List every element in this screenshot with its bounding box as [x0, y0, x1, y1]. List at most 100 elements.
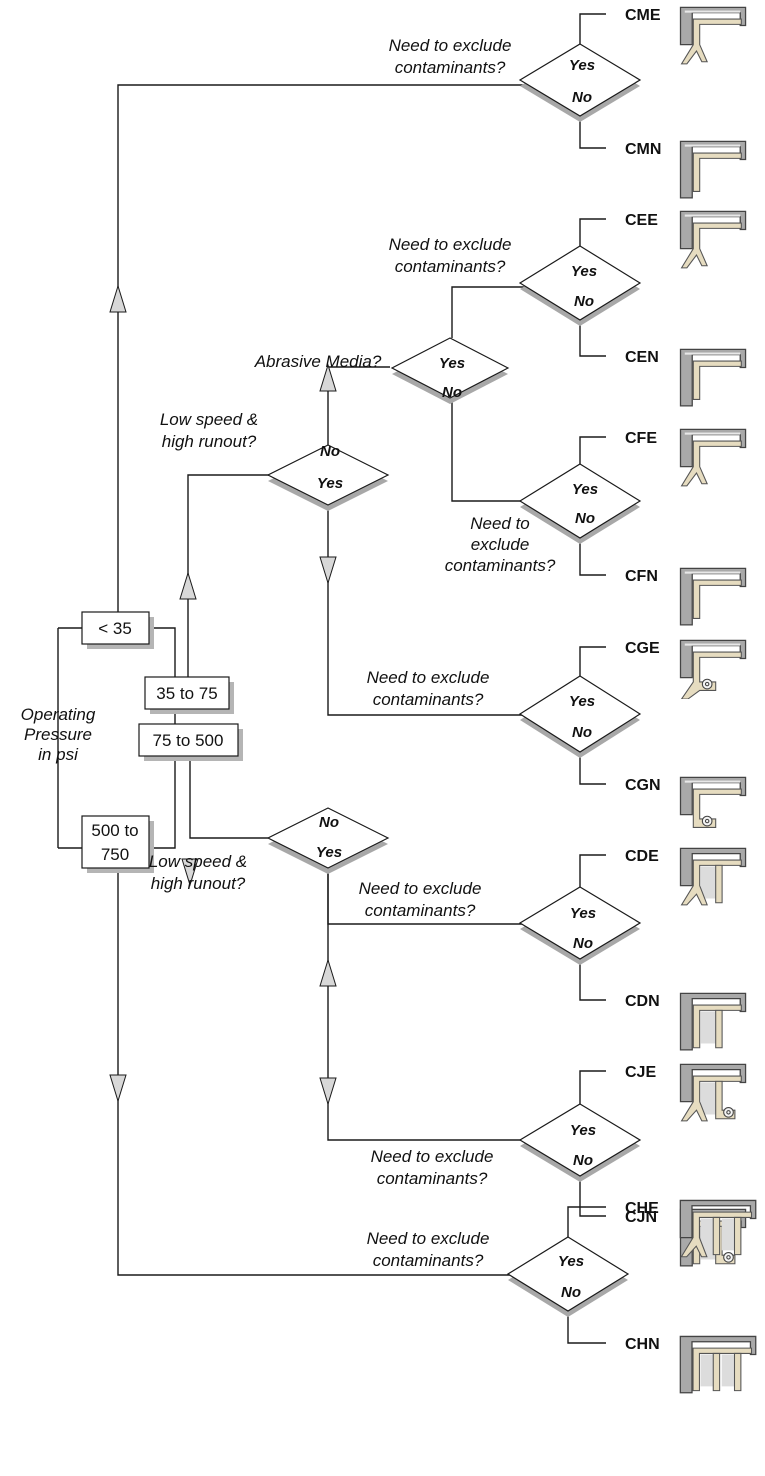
- axis-label-line: in psi: [38, 745, 79, 764]
- outcome-cfn: CFN: [625, 567, 747, 626]
- no-label: No: [320, 443, 340, 460]
- question-line: Need to exclude: [389, 36, 512, 55]
- range-box-75-500: 75 to 500: [138, 723, 243, 761]
- no-label: No: [573, 935, 593, 952]
- decision-cee-cen: Yes No: [518, 245, 642, 326]
- arrow-down-icon: [181, 858, 199, 887]
- seal-code: CHN: [625, 1336, 660, 1353]
- seal-code: CEN: [625, 349, 659, 366]
- yes-label: Yes: [570, 1122, 596, 1139]
- yes-label: Yes: [572, 481, 598, 498]
- question-contaminants: Need to exclude contaminants?: [389, 235, 512, 276]
- question-abrasive: Abrasive Media?: [254, 352, 382, 371]
- seal-cross-section-icon: [679, 1063, 747, 1122]
- decision-cge-cgn: Yes No: [518, 675, 642, 758]
- question-line: contaminants?: [395, 257, 506, 276]
- seal-code: CHE: [625, 1200, 659, 1217]
- yes-label: Yes: [569, 57, 595, 74]
- range-label: 750: [101, 845, 129, 864]
- decision-abrasive: Yes No: [390, 337, 510, 404]
- decision-cme-cmn: Yes No: [518, 43, 642, 122]
- no-label: No: [561, 1284, 581, 1301]
- outcome-cee: CEE: [625, 210, 747, 269]
- question-contaminants: Need to exclude contaminants?: [371, 1147, 494, 1188]
- range-box-500-750: 500 to 750: [81, 815, 154, 873]
- seal-cross-section-icon: [679, 992, 747, 1051]
- decision-cde-cdn: Yes No: [518, 886, 642, 965]
- outcome-cgn: CGN: [625, 776, 747, 829]
- range-label: 35 to 75: [156, 684, 217, 703]
- question-line: Low speed &: [160, 410, 258, 429]
- question-line: Low speed &: [149, 852, 247, 871]
- no-label: No: [442, 384, 462, 401]
- seal-cross-section-icon: [679, 847, 747, 906]
- question-line: contaminants?: [377, 1169, 488, 1188]
- seal-code: CEE: [625, 212, 658, 229]
- decision-che-chn: Yes No: [506, 1236, 630, 1317]
- seal-code: CMN: [625, 141, 661, 158]
- seal-code: CFE: [625, 430, 657, 447]
- arrow-up-icon: [319, 363, 337, 392]
- question-contaminants: Need to exclude contaminants?: [367, 668, 490, 709]
- seal-cross-section-icon: [679, 348, 747, 407]
- question-contaminants: Need to exclude contaminants?: [367, 1229, 490, 1270]
- axis-label-line: Pressure: [24, 725, 92, 744]
- question-line: Need to exclude: [367, 1229, 490, 1248]
- outcome-cde: CDE: [625, 847, 747, 906]
- range-label: 500 to: [91, 821, 138, 840]
- outcome-cen: CEN: [625, 348, 747, 407]
- connector-lines: [57, 13, 606, 1344]
- yes-label: Yes: [316, 844, 342, 861]
- no-label: No: [575, 510, 595, 527]
- arrow-up-icon: [319, 958, 337, 987]
- yes-label: Yes: [570, 905, 596, 922]
- seal-code: CJE: [625, 1064, 656, 1081]
- arrow-up-icon: [179, 571, 197, 600]
- seal-cross-section-icon: [679, 210, 747, 269]
- range-label: < 35: [98, 619, 132, 638]
- seal-code: CGN: [625, 777, 661, 794]
- seal-code: CDE: [625, 848, 659, 865]
- question-line: contaminants?: [373, 690, 484, 709]
- yes-label: Yes: [558, 1253, 584, 1270]
- seal-cross-section-icon: [679, 1335, 757, 1394]
- axis-label-line: Operating: [21, 705, 96, 724]
- question-low-speed: Low speed & high runout?: [160, 410, 258, 451]
- question-line: Need to exclude: [371, 1147, 494, 1166]
- question-line: contaminants?: [365, 901, 476, 920]
- outcome-cdn: CDN: [625, 992, 747, 1051]
- seal-cross-section-icon: [679, 140, 747, 199]
- arrow-down-icon: [109, 1074, 127, 1103]
- seal-code: CGE: [625, 640, 660, 657]
- seal-code: CFN: [625, 568, 658, 585]
- range-box-lt35: < 35: [81, 611, 154, 649]
- question-contaminants: Need to exclude contaminants?: [445, 514, 556, 575]
- pressure-axis-label: Operating Pressure in psi: [21, 705, 96, 764]
- arrow-down-icon: [319, 1077, 337, 1106]
- question-line: contaminants?: [395, 58, 506, 77]
- question-line: contaminants?: [445, 556, 556, 575]
- question-line: high runout?: [162, 432, 257, 451]
- seal-cross-section-icon: [679, 428, 747, 487]
- no-label: No: [572, 89, 592, 106]
- no-label: No: [319, 814, 339, 831]
- outcome-cmn: CMN: [625, 140, 747, 199]
- outcome-cje: CJE: [625, 1063, 747, 1122]
- yes-label: Yes: [439, 355, 465, 372]
- seal-cross-section-icon: [679, 6, 747, 65]
- no-label: No: [574, 293, 594, 310]
- question-line: Need to: [470, 514, 530, 533]
- decision-low-speed-upper: No Yes: [266, 443, 390, 511]
- yes-label: Yes: [569, 693, 595, 710]
- outcome-cge: CGE: [625, 639, 747, 699]
- range-label: 75 to 500: [153, 731, 224, 750]
- no-label: No: [573, 1152, 593, 1169]
- yes-label: Yes: [571, 263, 597, 280]
- question-line: high runout?: [151, 874, 246, 893]
- question-low-speed: Low speed & high runout?: [149, 852, 247, 893]
- direction-arrows: [109, 284, 337, 1106]
- question-line: Need to exclude: [389, 235, 512, 254]
- question-line: Need to exclude: [359, 879, 482, 898]
- outcome-che: CHE: [625, 1199, 757, 1258]
